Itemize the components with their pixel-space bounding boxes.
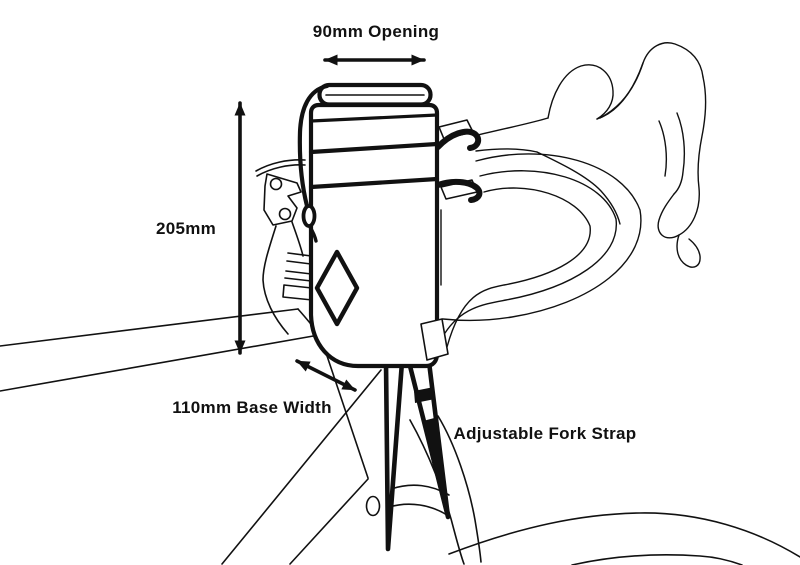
lever-inner-line-1 <box>673 112 686 195</box>
bar-attachment <box>420 119 483 361</box>
drop-bar-arc-middle <box>444 170 617 334</box>
crown-boss-circle <box>365 495 381 517</box>
lever-tip-curl-line <box>676 234 701 268</box>
hood-crease-line <box>599 62 644 119</box>
cord-tail <box>308 225 318 243</box>
handlebar-and-hood-lines <box>440 42 707 348</box>
label-opening: 90mm Opening <box>313 22 439 41</box>
bar-strap-band-top <box>308 141 440 155</box>
top-tube-lower-line <box>0 334 320 392</box>
bar-strap-lower-hook <box>435 178 483 203</box>
cable-housing-arc <box>255 159 306 177</box>
drop-bar-arc-outer <box>442 153 642 322</box>
hanger-link-line <box>291 221 304 257</box>
hood-bump-line <box>547 64 614 120</box>
crown-arch-line-2 <box>388 503 448 516</box>
hanger-pivot-upper <box>269 177 283 191</box>
label-base-width: 110mm Base Width <box>172 398 332 417</box>
fork-straps <box>383 359 451 552</box>
down-tube-left-line <box>221 369 382 565</box>
down-tube-right-line <box>289 478 369 565</box>
strap-buckle <box>414 387 435 403</box>
wheel-arc-outer <box>448 512 800 558</box>
bag-upper-seam <box>309 113 439 123</box>
drop-bar-arc-inner <box>446 187 591 348</box>
cord-toggle <box>301 204 317 228</box>
labels: 90mm Opening 205mm 110mm Base Width Adju… <box>156 22 637 443</box>
dimension-arrows <box>234 54 426 392</box>
bar-top-line <box>473 117 549 137</box>
bar-end-cap <box>420 318 449 361</box>
bar-strap-band-bottom <box>308 176 440 190</box>
hood-under-line <box>536 151 621 225</box>
label-fork-strap: Adjustable Fork Strap <box>454 424 637 443</box>
top-tube-upper-line <box>0 308 299 347</box>
fork-blade-line-1 <box>409 419 465 565</box>
daisy-chain-diamond <box>314 249 360 327</box>
fork-strap-left <box>383 359 405 552</box>
strap-lower-fill <box>423 417 448 517</box>
lever-inner-line-2 <box>658 120 668 177</box>
hanger-pivot-lower <box>278 207 292 221</box>
fork-blade-line-2 <box>437 415 482 563</box>
lever-outer-line <box>657 76 707 239</box>
bar-strap-upper-hook <box>435 128 482 151</box>
label-height: 205mm <box>156 219 216 238</box>
bar-bottom-line <box>475 148 538 153</box>
brake-cable-line <box>262 225 289 335</box>
wheel-arc-inner <box>571 554 743 565</box>
bag <box>297 82 440 369</box>
compression-cord <box>297 83 330 209</box>
lever-top-line <box>596 42 704 120</box>
dimension-arrow-base-width <box>295 359 357 392</box>
